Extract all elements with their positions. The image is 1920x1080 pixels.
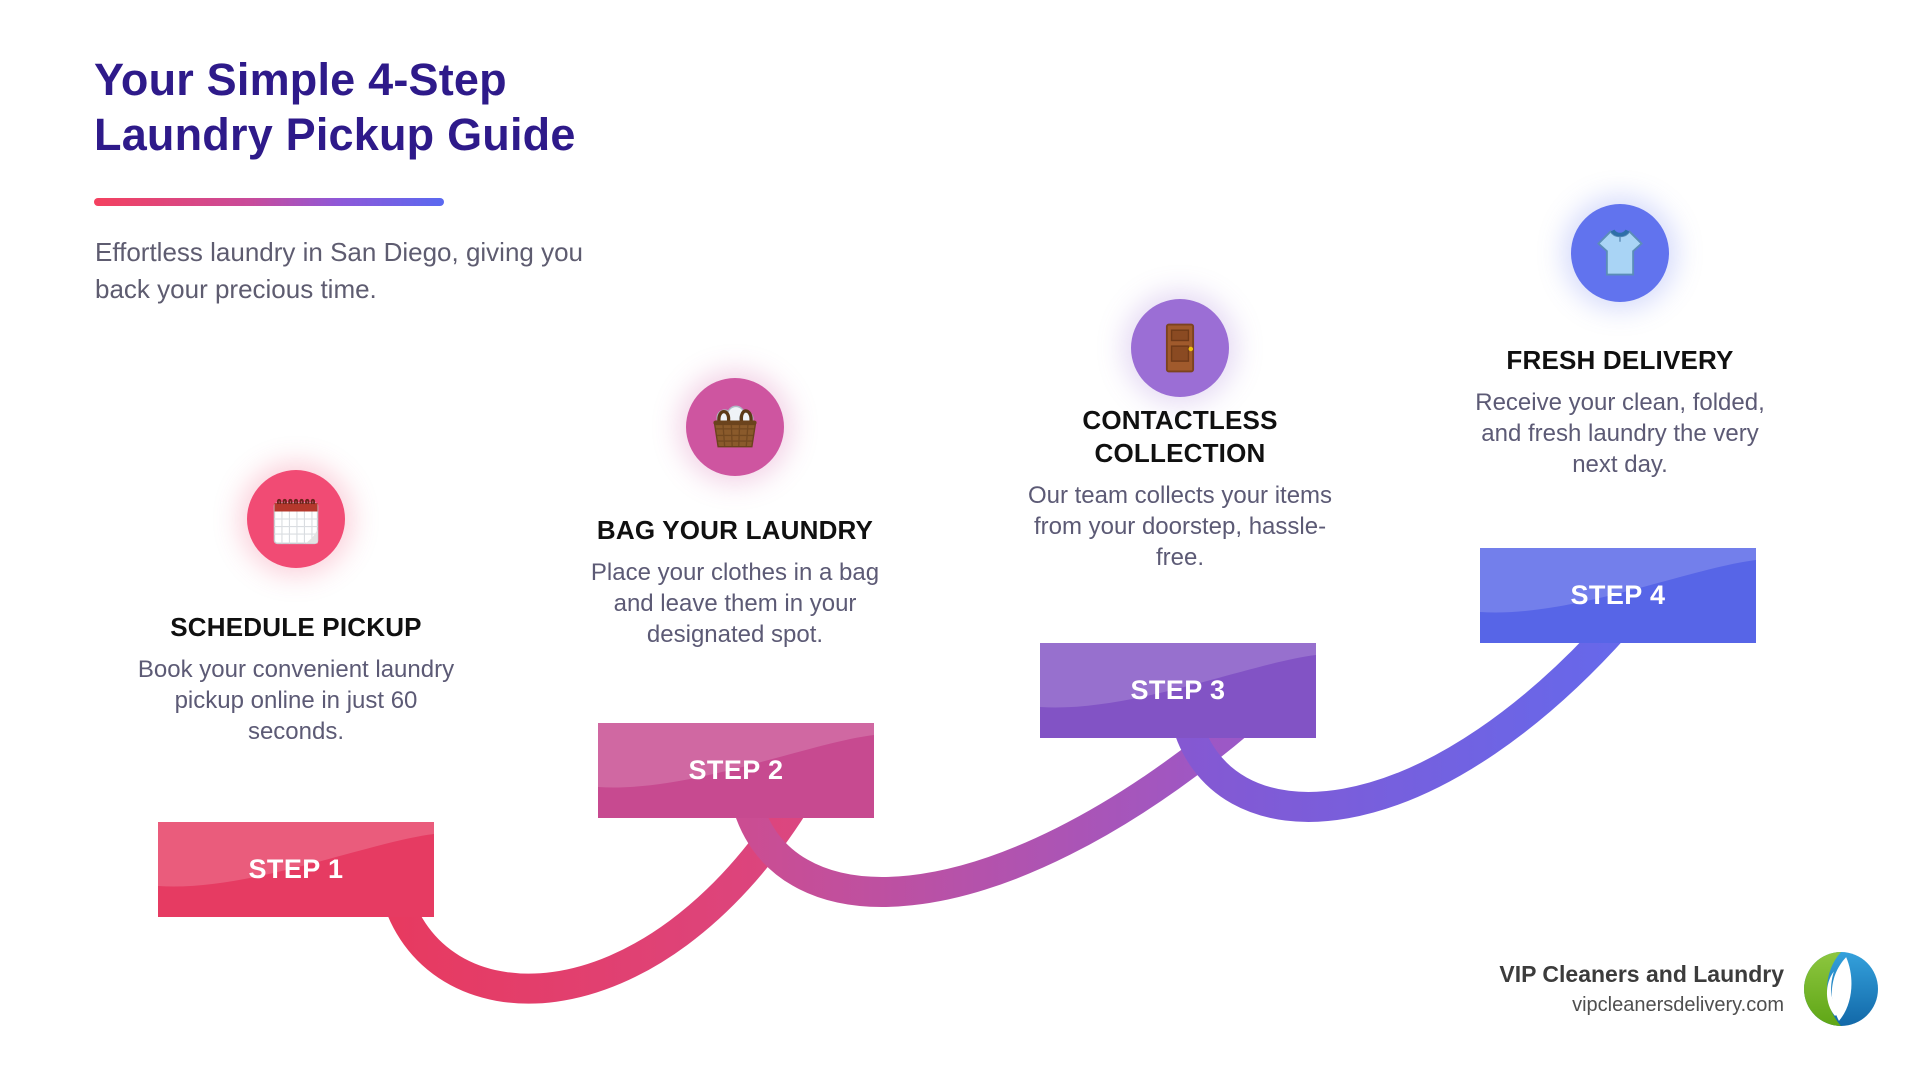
step-3: CONTACTLESS COLLECTION Our team collects… [1000,299,1360,573]
brand-logo-icon [1804,952,1878,1026]
page-title: Your Simple 4-Step Laundry Pickup Guide [94,54,576,160]
step-4: FRESH DELIVERY Receive your clean, folde… [1440,204,1800,480]
box-shine [158,822,434,887]
step-1-label: STEP 1 [248,854,344,884]
brand-website: vipcleanersdelivery.com [1572,994,1784,1016]
step-3-title: CONTACTLESS COLLECTION [1082,405,1278,468]
step-4-title: FRESH DELIVERY [1506,345,1734,375]
box-shine [598,723,874,788]
step-4-icon-circle [1571,204,1669,302]
t-shirt-icon [1597,229,1643,276]
step-1-description: Book your convenient laundry pickup onli… [137,656,455,745]
step-1-title: SCHEDULE PICKUP [170,612,422,642]
step-2-label: STEP 2 [688,755,784,785]
page-subtitle: Effortless laundry in San Diego, giving … [95,237,584,304]
box-shine [1040,643,1316,708]
step-3-label: STEP 3 [1130,675,1226,705]
footer: VIP Cleaners and Laundry vipcleanersdeli… [1499,952,1878,1026]
step-3-description: Our team collects your items from your d… [1027,482,1333,571]
box-shine [1480,548,1756,613]
spiral-calendar-icon [273,498,319,545]
step-1-icon-circle [247,470,345,568]
step-2-box: STEP 2 [598,723,874,818]
door-icon [1165,323,1195,373]
step-4-label: STEP 4 [1570,580,1666,610]
laundry-basket-icon [713,405,757,448]
curve-step3-step4 [1170,582,1657,822]
curve-step2-step3 [730,706,1255,907]
step-2-description: Place your clothes in a bag and leave th… [590,559,880,648]
step-1: SCHEDULE PICKUP Book your convenient lau… [116,470,476,747]
step-4-box: STEP 4 [1480,548,1756,643]
step-2-icon-circle [686,378,784,476]
step-4-description: Receive your clean, folded, and fresh la… [1475,389,1765,478]
curve-step1-step2 [380,787,813,1004]
step-2-title: BAG YOUR LAUNDRY [596,515,874,545]
footer-text: VIP Cleaners and Laundry vipcleanersdeli… [1499,961,1784,1017]
step-1-box: STEP 1 [158,822,434,917]
title-underline [94,198,444,206]
step-3-box: STEP 3 [1040,643,1316,738]
brand-name: VIP Cleaners and Laundry [1499,961,1784,987]
step-2: BAG YOUR LAUNDRY Place your clothes in a… [555,378,915,650]
step-3-icon-circle [1131,299,1229,397]
